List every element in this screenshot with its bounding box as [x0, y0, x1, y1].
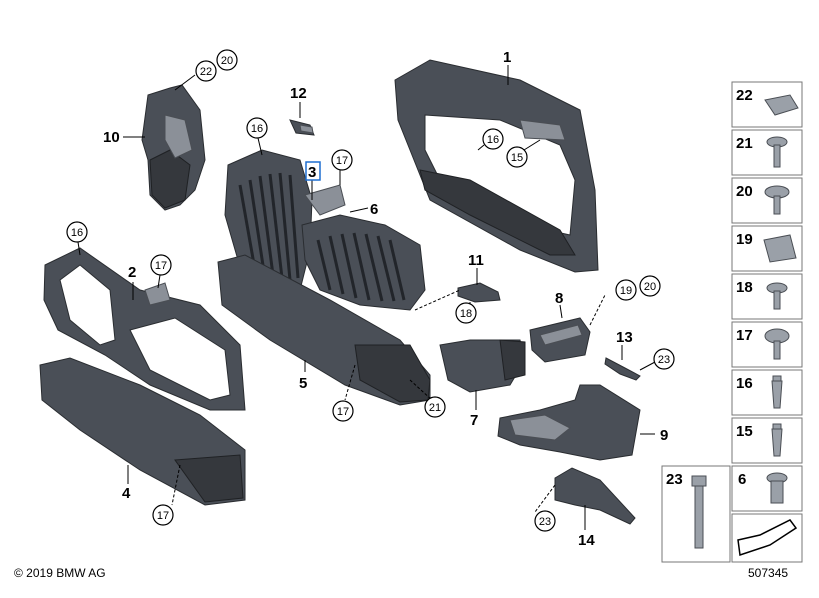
svg-text:23: 23	[658, 354, 670, 366]
svg-text:16: 16	[251, 123, 263, 135]
callout-17-center: 17	[332, 400, 354, 422]
svg-text:16: 16	[71, 227, 83, 239]
legend-20: 20	[736, 183, 753, 200]
diagram-number: 507345	[748, 566, 789, 580]
callout-18-bracket: 18	[455, 302, 477, 324]
part-12-bracket[interactable]	[289, 119, 315, 136]
label-7: 7	[470, 412, 478, 429]
copyright: © 2019 BMW AG	[14, 566, 106, 580]
svg-text:22: 22	[200, 66, 212, 78]
part-14-lower-bracket[interactable]	[554, 467, 636, 525]
svg-text:17: 17	[336, 155, 348, 167]
legend-16: 16	[736, 375, 753, 392]
label-6: 6	[370, 201, 378, 218]
callout-23-bracket: 23	[653, 348, 675, 370]
callout-15-frame: 15	[506, 146, 528, 168]
legend-22: 22	[736, 87, 753, 104]
svg-text:18: 18	[460, 308, 472, 320]
part-9-brake-air-duct[interactable]	[497, 384, 641, 461]
callout-16-grille: 16	[246, 117, 268, 139]
svg-text:19: 19	[620, 285, 632, 297]
callout-16-carrier: 16	[66, 221, 88, 243]
callout-17-lower: 17	[152, 504, 174, 526]
label-4: 4	[122, 485, 131, 502]
part-4-lower-air-guide[interactable]	[39, 357, 246, 506]
callout-21-center: 21	[424, 396, 446, 418]
label-12: 12	[290, 85, 307, 102]
legend-21: 21	[736, 135, 753, 152]
part-2-grille-carrier[interactable]	[43, 247, 246, 411]
callout-20-top: 20	[216, 49, 238, 71]
label-2: 2	[128, 264, 136, 281]
label-3: 3	[308, 164, 316, 181]
label-13: 13	[616, 329, 633, 346]
svg-text:17: 17	[337, 406, 349, 418]
part-11-bracket[interactable]	[457, 282, 501, 303]
legend-23: 23	[666, 471, 683, 488]
callout-23-lower: 23	[534, 510, 556, 532]
svg-text:17: 17	[155, 260, 167, 272]
legend-15: 15	[736, 423, 753, 440]
callout-20-duct: 20	[639, 275, 661, 297]
label-1: 1	[503, 49, 511, 66]
label-3-highlight[interactable]	[305, 161, 321, 181]
callout-19-duct: 19	[615, 279, 637, 301]
part-7-air-duct[interactable]	[439, 339, 526, 393]
label-14: 14	[578, 532, 595, 549]
legend-17: 17	[736, 327, 753, 344]
legend-19: 19	[736, 231, 753, 248]
legend-6: 6	[738, 471, 746, 488]
part-6-kidney-grille[interactable]	[224, 149, 426, 311]
part-8-air-duct[interactable]	[529, 317, 591, 363]
part-10-air-duct[interactable]	[141, 84, 206, 211]
label-8: 8	[555, 290, 563, 307]
callout-22-top: 22	[195, 60, 217, 82]
svg-text:17: 17	[157, 510, 169, 522]
callout-17-carrier: 17	[150, 254, 172, 276]
svg-text:21: 21	[429, 402, 441, 414]
callout-17-grille: 17	[331, 149, 353, 171]
hardware-legend: 22 21 20 19 18 17 16 15	[661, 81, 803, 563]
label-11: 11	[468, 252, 484, 269]
callout-16-frame: 16	[482, 128, 504, 150]
svg-text:20: 20	[644, 281, 656, 293]
label-5: 5	[299, 375, 307, 392]
svg-text:23: 23	[539, 516, 551, 528]
part-13-bracket[interactable]	[604, 357, 641, 381]
legend-18: 18	[736, 279, 753, 296]
svg-text:15: 15	[511, 152, 523, 164]
label-9: 9	[660, 427, 668, 444]
svg-text:16: 16	[487, 134, 499, 146]
part-1-frame[interactable]	[394, 59, 599, 273]
svg-text:20: 20	[221, 55, 233, 67]
label-10: 10	[103, 129, 120, 146]
